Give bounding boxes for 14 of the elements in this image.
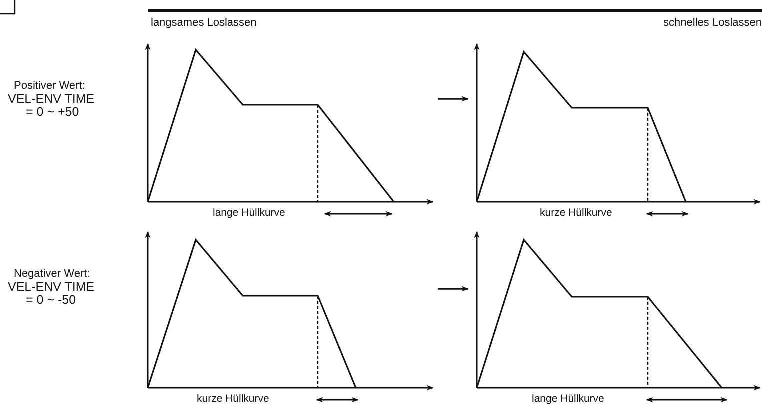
- envelope-caption: kurze Hüllkurve: [540, 207, 612, 220]
- axis-label: schnelles Loslassen: [664, 17, 762, 30]
- value-range: = 0 ~ +50: [26, 106, 80, 119]
- axis-label: langsames Loslassen: [151, 17, 257, 30]
- arrow: [438, 96, 469, 102]
- row-heading: VEL-ENV TIME: [8, 93, 95, 106]
- value-range: = 0 ~ -50: [26, 294, 76, 307]
- row-heading: VEL-ENV TIME: [8, 281, 95, 294]
- row-heading: Positiver Wert:: [14, 80, 86, 93]
- row-heading: Negativer Wert:: [14, 268, 90, 281]
- arrow: [438, 286, 469, 292]
- envelope-caption: kurze Hüllkurve: [197, 393, 270, 406]
- envelope-caption: lange Hüllkurve: [213, 207, 286, 220]
- envelope-caption: lange Hüllkurve: [532, 393, 604, 406]
